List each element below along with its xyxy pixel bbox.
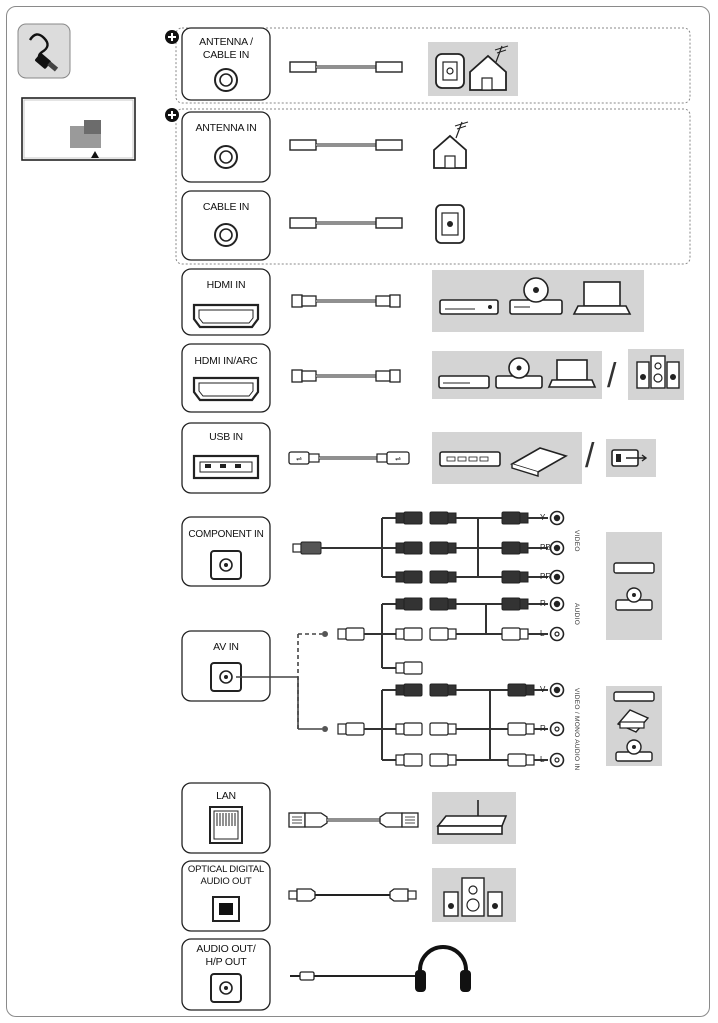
dvd-player-icon: [615, 739, 653, 762]
port-box-antenna-cable-in: [181, 27, 271, 101]
hdmi-arc-devices: [432, 351, 602, 399]
port-label-component-in: COMPONENT IN: [188, 529, 264, 540]
laptop-icon: [547, 359, 597, 388]
av-cable: [381, 682, 565, 768]
port-label-lan: LAN: [216, 790, 236, 802]
port-box-audio-out: [181, 938, 271, 1011]
pin-label-av-l: L: [540, 755, 545, 764]
hdmi-port-icon: [192, 303, 260, 329]
usb-stick-icon: [606, 439, 656, 477]
wall-outlet-icon: [435, 53, 465, 89]
speakers-icon: [628, 349, 684, 400]
set-top-box-icon: [613, 691, 655, 702]
port-box-lan: [181, 782, 271, 854]
hard-drive-icon: [439, 447, 569, 477]
pin-label-y: Y: [540, 513, 546, 522]
component-audio-cable: [381, 596, 565, 675]
cable-icon: [17, 23, 71, 79]
usb-port-icon: [192, 454, 260, 480]
port-box-cable-in: [181, 190, 271, 261]
port-label-optical-digital-audio-out: OPTICAL DIGITAL AUDIO OUT: [187, 864, 265, 887]
optical-port-icon: [212, 896, 240, 922]
diagram-frame: [6, 6, 710, 1017]
pin-label-v: V: [540, 685, 546, 694]
set-top-box-icon: [613, 562, 655, 574]
coaxial-cable: [288, 216, 404, 230]
plus-icon: [165, 30, 179, 44]
port-box-hdmi-in: [181, 268, 271, 336]
router-icon: [432, 792, 516, 844]
port-box-hdmi-in-arc: [181, 343, 271, 413]
pin-label-pr: PR: [540, 572, 552, 581]
coaxial-cable: [288, 138, 404, 152]
port-box-av-in: [181, 630, 271, 702]
port-label-usb-in: USB IN: [209, 431, 243, 443]
speakers-icon: [432, 868, 516, 922]
vertical-label-video-audio: VIDEO / MONO AUDIO IN: [573, 688, 580, 771]
dvd-player-icon: [615, 587, 653, 611]
port-label-audio-out-hp-out: AUDIO OUT/ H/P OUT: [196, 943, 256, 968]
port-box-antenna-in: [181, 111, 271, 183]
phone-jack-icon: [210, 550, 242, 580]
pin-label-pb: PB: [540, 543, 551, 552]
dvd-player-icon: [509, 277, 563, 315]
component-devices: [606, 532, 662, 640]
pin-label-av-r: R: [540, 724, 546, 733]
hdmi-cable: [290, 368, 402, 384]
port-label-hdmi-in-arc: HDMI IN/ARC: [194, 355, 258, 367]
av-adapter-cable: [236, 627, 382, 736]
usb-cable: [287, 450, 411, 466]
component-cable: [292, 510, 565, 585]
dvd-player-icon: [495, 357, 543, 389]
port-label-hdmi-in: HDMI IN: [206, 279, 246, 291]
headphone-cable: [290, 971, 418, 981]
vertical-label-video: VIDEO: [573, 530, 580, 552]
tv-rear-panel-icon: [21, 97, 136, 161]
hdmi-devices: [432, 270, 644, 332]
optical-cable: [288, 888, 417, 902]
port-box-optical-out: [181, 860, 271, 932]
camcorder-icon: [616, 709, 650, 733]
plus-icon: [165, 108, 179, 122]
separator-slash: /: [607, 357, 617, 395]
port-box-usb-in: [181, 422, 271, 494]
hdmi-cable: [290, 293, 402, 309]
port-label-cable-in: CABLE IN: [202, 201, 250, 213]
phone-jack-icon: [210, 662, 242, 692]
hdmi-port-icon: [192, 376, 260, 402]
coaxial-cable: [288, 60, 404, 74]
antenna-house-icon: [428, 118, 470, 174]
set-top-box-icon: [438, 375, 490, 389]
laptop-icon: [572, 281, 632, 315]
set-top-box-icon: [439, 299, 499, 315]
usb-devices: [432, 432, 582, 484]
antenna-house-icon: [469, 45, 509, 91]
av-devices: [606, 686, 662, 766]
pin-label-r: R: [540, 599, 546, 608]
pin-label-l: L: [540, 629, 545, 638]
lan-port-icon: [209, 806, 243, 844]
phone-jack-icon: [210, 973, 242, 1003]
antenna-destination-1: [428, 42, 518, 96]
coaxial-port-icon: [214, 223, 238, 247]
coaxial-port-icon: [214, 145, 238, 169]
headphones-icon: [415, 945, 471, 992]
port-label-av-in: AV IN: [213, 641, 239, 653]
coaxial-port-icon: [214, 68, 238, 92]
lan-cable: [288, 812, 419, 828]
port-box-component-in: [181, 516, 271, 587]
wall-outlet-icon: [435, 204, 465, 244]
separator-slash: /: [585, 437, 595, 475]
port-label-antenna-in: ANTENNA IN: [195, 122, 257, 134]
vertical-label-audio: AUDIO: [573, 603, 580, 626]
port-label-antenna-cable-in: ANTENNA / CABLE IN: [199, 36, 253, 61]
